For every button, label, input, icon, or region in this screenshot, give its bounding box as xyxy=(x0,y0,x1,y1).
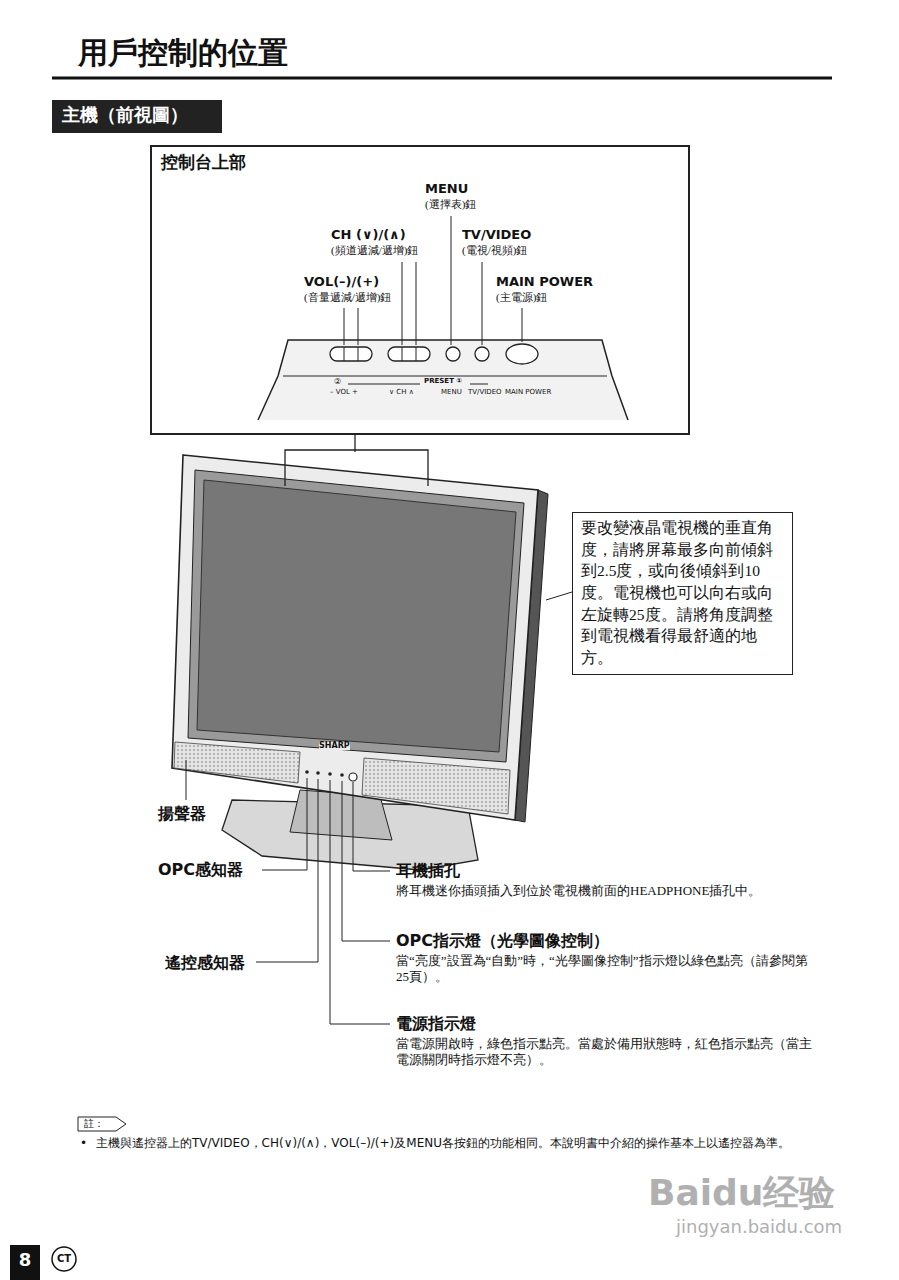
button-name: MAIN POWER xyxy=(494,274,595,290)
language-mark: CT xyxy=(52,1247,76,1277)
part-name: OPC指示燈（光學圖像控制） xyxy=(396,931,609,951)
part-name: OPC感知器 xyxy=(158,860,243,880)
part-name: 耳機插孔 xyxy=(396,861,460,881)
button-desc: (電視/視頻)鈕 xyxy=(460,244,529,258)
button-name: CH (∨)/(∧) xyxy=(329,227,408,243)
button-desc: (頻道遞減/遞增)鈕 xyxy=(329,244,420,258)
note-tag xyxy=(78,1117,126,1131)
lcd-tv xyxy=(172,450,548,870)
panel-marking: – VOL + xyxy=(330,389,358,396)
section-band: 主機（前視圖） xyxy=(52,100,222,133)
note-box: 要改變液晶電視機的垂直角度，請將屏幕最多向前傾斜到2.5度，或向後傾斜到10度。… xyxy=(572,512,793,675)
title-rule xyxy=(52,77,832,80)
brand-logo: SHARP xyxy=(319,742,350,750)
panel-marking: MAIN POWER xyxy=(505,389,551,396)
part-name: 揚聲器 xyxy=(158,804,206,824)
panel-marking: ② xyxy=(334,378,341,386)
button-name: VOL(–)/(+) xyxy=(302,274,381,290)
page-number: 8 xyxy=(10,1245,40,1280)
control-panel xyxy=(258,216,628,420)
button-name: MENU xyxy=(423,181,470,197)
page-title: 用戶控制的位置 xyxy=(78,34,288,72)
language-mark xyxy=(52,1247,76,1271)
panel-marking: ∨ CH ∧ xyxy=(389,389,414,396)
panel-marking: TV/VIDEO xyxy=(468,389,502,396)
button-desc: (選擇表)鈕 xyxy=(423,198,478,212)
node-text: 註： xyxy=(84,1117,112,1131)
part-desc: 當電源開啟時，綠色指示點亮。當處於備用狀態時，紅色指示點亮（當主電源關閉時指示燈… xyxy=(396,1036,816,1069)
note-text: 主機與遙控器上的TV/VIDEO，CH(∨)/(∧)，VOL(–)/(+)及ME… xyxy=(96,1136,836,1151)
part-desc: 當“亮度”設置為“自動”時，“光學圖像控制”指示燈以綠色點亮（請參閱第25頁）。 xyxy=(396,953,816,986)
part-name: 電源指示燈 xyxy=(396,1014,476,1034)
node-text: 控制台上部 xyxy=(161,151,679,174)
button-desc: (音量遞減/遞增)鈕 xyxy=(302,291,393,305)
part-name: 遙控感知器 xyxy=(165,953,245,973)
node-text: 主機（前視圖） xyxy=(62,103,212,127)
watermark: jingyan.baidu.com xyxy=(676,1216,842,1239)
bullet: • xyxy=(80,1136,87,1151)
button-desc: (主電源)鈕 xyxy=(494,291,549,305)
node-text: 8 xyxy=(10,1245,40,1275)
node-text: 要改變液晶電視機的垂直角度，請將屏幕最多向前傾斜到2.5度，或向後傾斜到10度。… xyxy=(581,517,784,669)
panel-marking: PRESET ① xyxy=(424,378,462,385)
button-name: TV/VIDEO xyxy=(460,227,533,243)
node-text: CT xyxy=(52,1247,76,1271)
panel-marking: MENU xyxy=(441,389,462,396)
callout-box: 控制台上部 xyxy=(150,145,690,435)
part-desc: 將耳機迷你插頭插入到位於電視機前面的HEADPHONE插孔中。 xyxy=(396,883,816,899)
watermark: Baidu经验 xyxy=(648,1170,835,1215)
note-tag: 註： xyxy=(80,1116,116,1137)
